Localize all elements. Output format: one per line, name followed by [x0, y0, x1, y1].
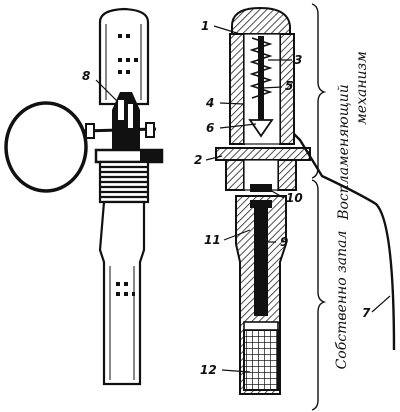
label-igniting-mechanism-line2: механизм	[354, 51, 370, 125]
igniter	[250, 184, 272, 192]
firing-pin	[258, 36, 264, 132]
callout-5: 5	[285, 79, 293, 93]
upper-tube	[98, 7, 150, 106]
callout-4: 4	[205, 96, 214, 110]
washer	[215, 147, 311, 161]
callout-6: 6	[206, 121, 214, 135]
brace-fuse-proper	[311, 179, 327, 411]
cap	[231, 6, 291, 35]
exterior-view	[4, 7, 164, 386]
thread	[98, 160, 150, 204]
vent-holes	[118, 34, 138, 74]
detonator	[243, 329, 279, 391]
safety-pin	[83, 127, 157, 133]
leader-lines	[95, 25, 391, 373]
callout-3: 3	[294, 53, 302, 67]
cross-section	[215, 6, 396, 395]
braces	[311, 3, 327, 411]
callout-labels: 1 2 3 4 5 6 7 8 9 10 11 12	[82, 19, 371, 377]
callout-1: 1	[201, 19, 209, 33]
callout-9: 9	[280, 235, 288, 249]
pull-ring	[4, 101, 88, 193]
callout-2: 2	[194, 153, 202, 167]
label-igniting-mechanism-line1: Воспламеняющий	[336, 84, 352, 221]
callout-8: 8	[82, 69, 90, 83]
callout-12: 12	[200, 363, 217, 377]
lower-body	[98, 200, 146, 386]
fuse-cord	[293, 133, 396, 351]
sleeve	[250, 200, 272, 208]
label-fuse-proper: Собственно запал	[334, 231, 350, 370]
brace-igniting-mechanism	[311, 3, 327, 179]
callout-7: 7	[362, 306, 371, 320]
delay-channel	[254, 206, 268, 316]
callout-10: 10	[286, 191, 303, 205]
callout-11: 11	[204, 233, 221, 247]
lower-holes	[116, 282, 135, 296]
